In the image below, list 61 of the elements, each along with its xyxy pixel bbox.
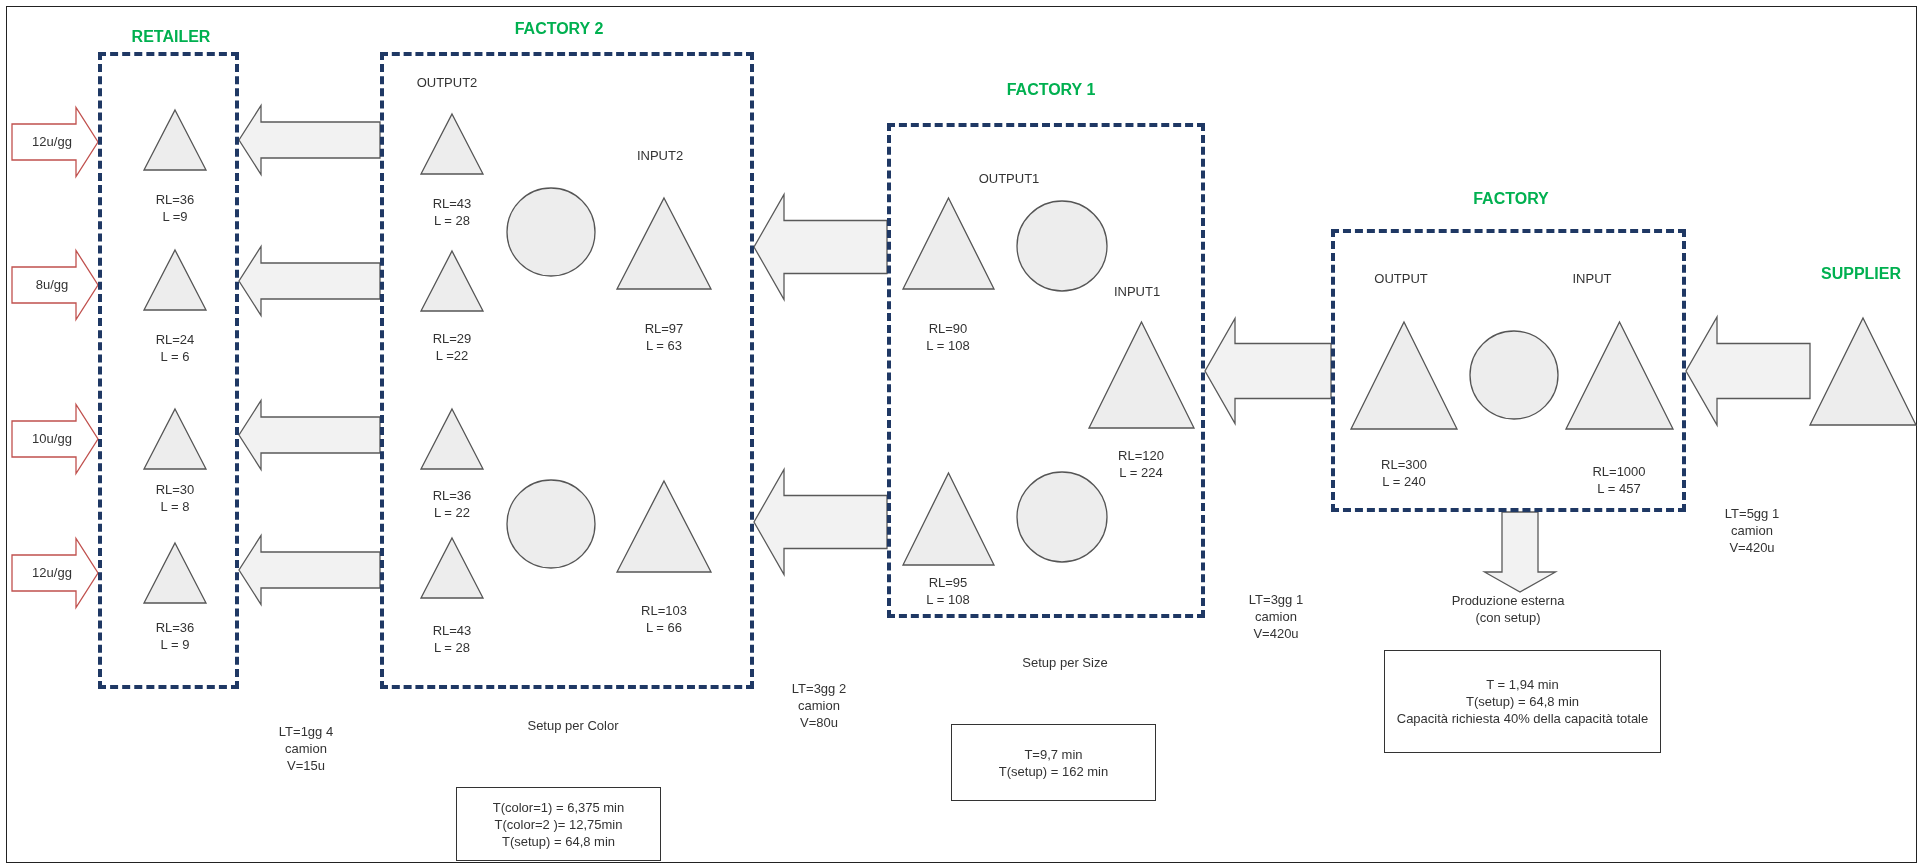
- group-title: RETAILER: [130, 28, 212, 46]
- group-title: FACTORY: [1472, 190, 1550, 208]
- block-arrow: [1204, 316, 1332, 426]
- data-box: [1384, 650, 1661, 753]
- time-text: T(setup) = 162 min: [997, 762, 1110, 780]
- time-text: T(color=2 )= 12,75min: [493, 815, 624, 833]
- section-label: INPUT: [1571, 270, 1613, 287]
- stock-level-text: RL=120 L = 224: [1117, 447, 1165, 481]
- block-arrow: [11, 536, 99, 610]
- group-title: FACTORY 2: [513, 20, 605, 38]
- edge-label: 10u/gg: [31, 430, 73, 447]
- time-text: T(color=1) = 6,375 min: [491, 798, 626, 816]
- stock-level-text: RL=36 L =9: [154, 191, 196, 225]
- block-arrow: [238, 103, 381, 177]
- process-note: Produzione esterna (con setup): [1450, 592, 1566, 626]
- data-box: [456, 787, 661, 861]
- edge-label: 12u/gg: [31, 564, 73, 581]
- block-arrow: [753, 467, 888, 577]
- stock-level-text: RL=24 L = 6: [154, 331, 196, 365]
- block-arrow: [11, 105, 99, 179]
- group-title: FACTORY 1: [1005, 81, 1097, 99]
- transport-note: LT=3gg 1 camion V=420u: [1247, 591, 1305, 642]
- stock-level-text: RL=30 L = 8: [154, 481, 196, 515]
- stock-level-text: RL=97 L = 63: [643, 320, 685, 354]
- block-arrow: [238, 244, 381, 318]
- stock-level-text: RL=300 L = 240: [1380, 456, 1428, 490]
- stock-level-text: RL=36 L = 9: [154, 619, 196, 653]
- stock-level-text: RL=43 L = 28: [431, 622, 473, 656]
- stock-level-text: RL=95 L = 108: [925, 574, 971, 608]
- group-title: SUPPLIER: [1820, 265, 1902, 283]
- edge-label: 12u/gg: [31, 133, 73, 150]
- stock-level-text: RL=43 L = 28: [431, 195, 473, 229]
- transport-note: LT=5gg 1 camion V=420u: [1723, 505, 1781, 556]
- block-arrow: [238, 533, 381, 607]
- block-arrow: [238, 398, 381, 472]
- section-label: OUTPUT: [1373, 270, 1429, 287]
- time-text: T(setup) = 64,8 min: [500, 832, 617, 850]
- stock-level-text: RL=36 L = 22: [431, 487, 473, 521]
- section-label: OUTPUT2: [415, 74, 479, 91]
- time-text: T = 1,94 min: [1485, 676, 1560, 693]
- stock-level-text: RL=90 L = 108: [925, 320, 971, 354]
- transport-note: LT=1gg 4 camion V=15u: [277, 723, 335, 774]
- block-arrow: [753, 192, 888, 302]
- stock-level-text: RL=29 L =22: [431, 330, 473, 364]
- stock-level-text: RL=1000 L = 457: [1591, 463, 1647, 497]
- data-box: [951, 724, 1156, 801]
- section-label: OUTPUT1: [977, 170, 1041, 187]
- block-arrow: [11, 402, 99, 476]
- stock-level-text: RL=103 L = 66: [640, 602, 688, 636]
- block-arrow: [1685, 314, 1811, 428]
- block-arrow: [11, 248, 99, 322]
- time-text: T=9,7 min: [1023, 745, 1084, 763]
- section-label: Setup per Color: [526, 717, 620, 734]
- time-text: T(setup) = 64,8 min: [1464, 693, 1581, 710]
- time-text: Capacità richiesta 40% della capacità totale: [1395, 710, 1650, 727]
- section-label: INPUT2: [635, 147, 685, 164]
- section-label: INPUT1: [1112, 283, 1162, 300]
- edge-label: 8u/gg: [34, 276, 70, 293]
- section-label: Setup per Size: [1021, 654, 1109, 671]
- block-arrow: [1482, 511, 1558, 593]
- transport-note: LT=3gg 2 camion V=80u: [790, 680, 848, 731]
